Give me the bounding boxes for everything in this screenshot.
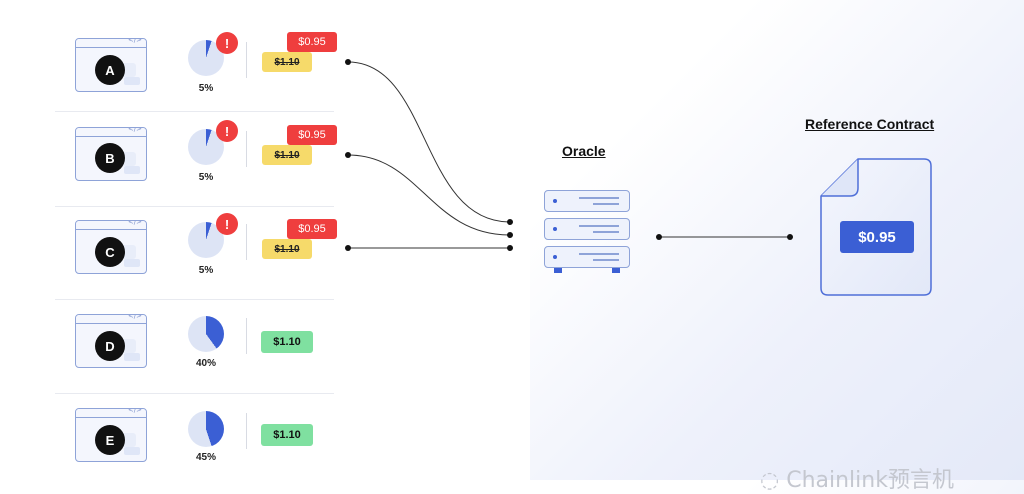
wire-b-to-oracle — [347, 154, 511, 236]
server-unit — [544, 246, 630, 268]
column-separator — [246, 224, 247, 260]
watermark-text: Chainlink预言机 — [786, 468, 954, 493]
price-new-c: $0.95 — [287, 219, 337, 239]
wire-end-dot — [507, 232, 513, 238]
price-new-b: $0.95 — [287, 125, 337, 145]
price-new-a: $0.95 — [287, 32, 337, 52]
share-pie-e — [188, 411, 224, 447]
share-pie-d — [188, 316, 224, 352]
oracle-title: Oracle — [562, 143, 606, 159]
column-separator — [246, 413, 247, 449]
share-pct-c: 5% — [198, 265, 214, 276]
node-badge-a: A — [95, 55, 125, 85]
price-e: $1.10 — [261, 424, 313, 446]
column-separator — [246, 42, 247, 78]
contract-title: Reference Contract — [805, 116, 935, 132]
node-badge-c: C — [95, 237, 125, 267]
column-separator — [246, 318, 247, 354]
node-badge-d: D — [95, 331, 125, 361]
price-old-b: $1.10 — [262, 145, 312, 165]
share-pct-e: 45% — [195, 452, 216, 463]
wire-end-dot — [787, 234, 793, 240]
price-old-c: $1.10 — [262, 239, 312, 259]
wire-end-dot — [507, 219, 513, 225]
wechat-icon: ◌ — [760, 468, 780, 493]
wire-a-to-oracle — [347, 61, 511, 223]
server-foot — [612, 268, 620, 273]
node-badge-b: B — [95, 143, 125, 173]
connection-wires — [345, 59, 793, 251]
row-divider — [55, 206, 334, 207]
server-unit — [544, 218, 630, 240]
wire-end-dot — [507, 245, 513, 251]
row-divider — [55, 111, 334, 112]
alert-icon: ! — [216, 120, 238, 142]
wire-end-dot — [656, 234, 662, 240]
share-pct-a: 5% — [198, 83, 214, 94]
share-pct-d: 40% — [195, 358, 216, 369]
code-icon: </> — [127, 220, 142, 226]
price-d: $1.10 — [261, 331, 313, 353]
alert-icon: ! — [216, 32, 238, 54]
contract-price: $0.95 — [840, 221, 914, 253]
alert-icon: ! — [216, 213, 238, 235]
wire-end-dot — [345, 152, 351, 158]
code-icon: </> — [127, 408, 142, 414]
server-foot — [554, 268, 562, 273]
server-unit — [544, 190, 630, 212]
row-divider — [55, 299, 334, 300]
price-old-a: $1.10 — [262, 52, 312, 72]
share-pct-b: 5% — [198, 172, 214, 183]
code-icon: </> — [127, 38, 142, 44]
wire-end-dot — [345, 245, 351, 251]
wire-end-dot — [345, 59, 351, 65]
row-divider — [55, 393, 334, 394]
code-icon: </> — [127, 127, 142, 133]
column-separator — [246, 131, 247, 167]
code-icon: </> — [127, 314, 142, 320]
node-badge-e: E — [95, 425, 125, 455]
watermark: ◌ Chainlink预言机 — [760, 462, 954, 494]
